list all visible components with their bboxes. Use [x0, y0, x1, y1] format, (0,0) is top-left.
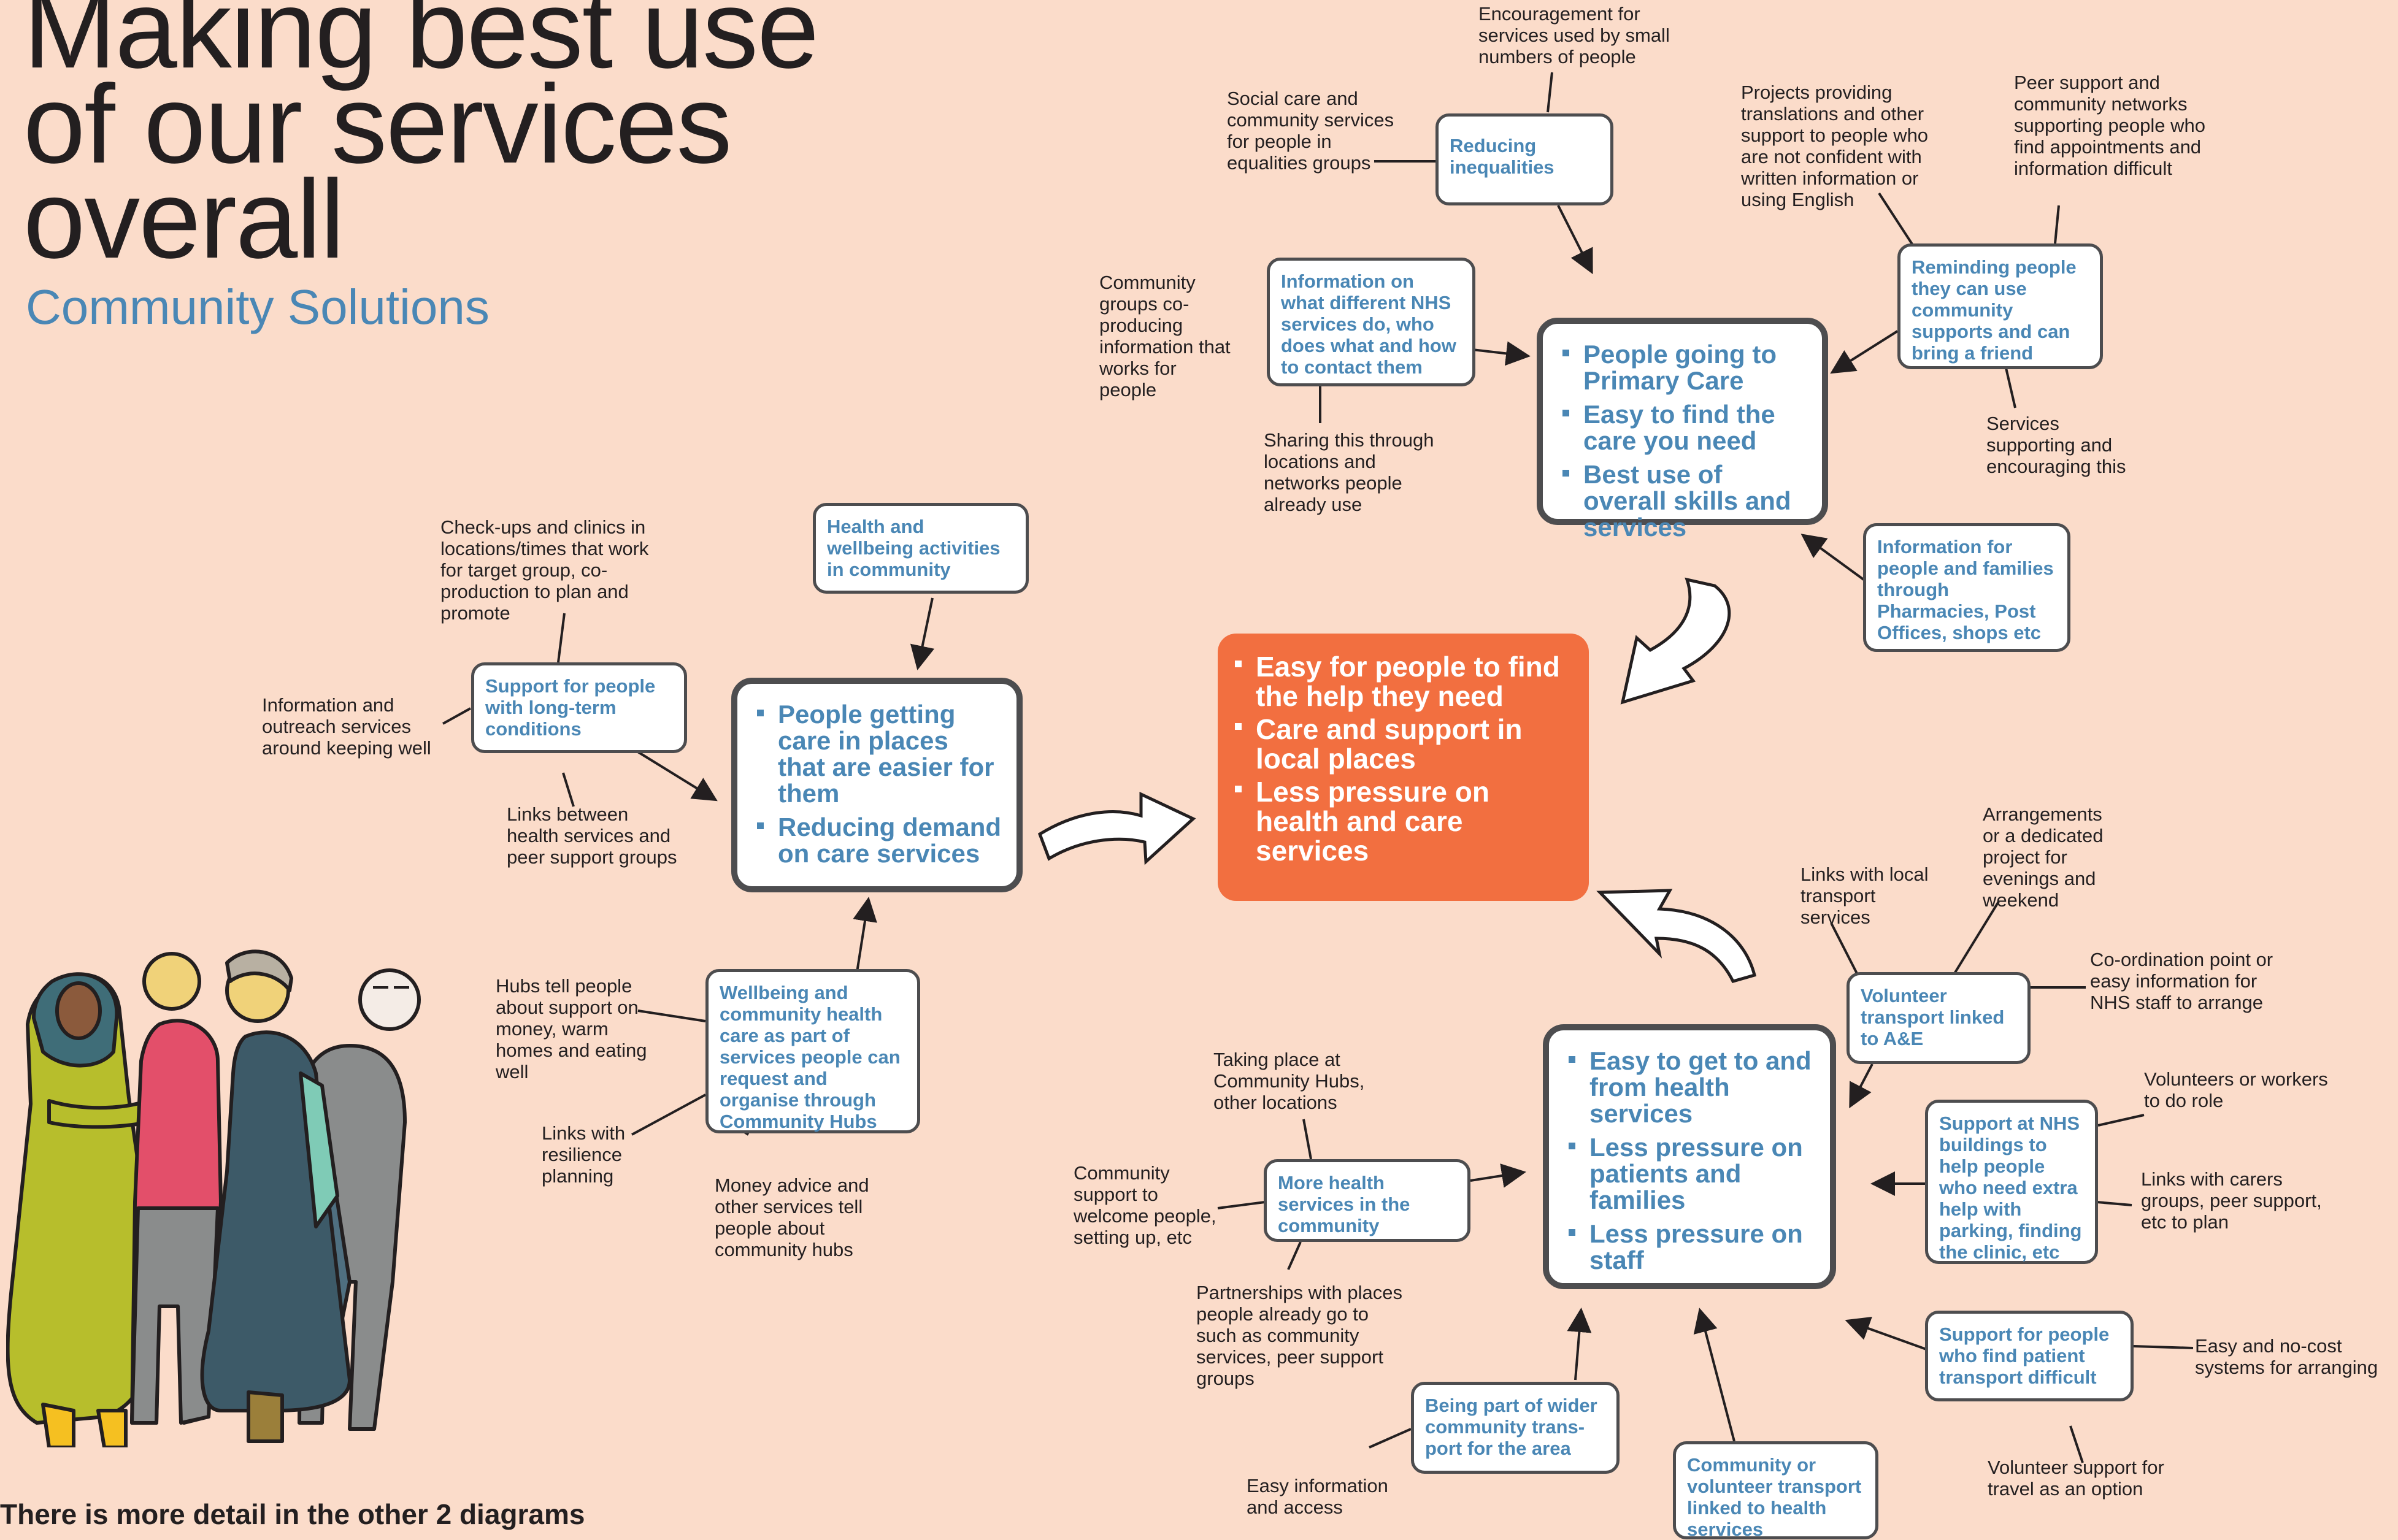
transport-item: Less pressure on patients and families: [1565, 1134, 1815, 1213]
people-illustration: [6, 949, 421, 1447]
note-sharing: Sharing this through locations and netwo…: [1264, 429, 1434, 515]
central-outcomes-box: Easy for people to find the help they ne…: [1218, 634, 1589, 901]
info-families-box: Information for people and families thro…: [1863, 523, 2070, 652]
note-carers: Links with carers groups, peer support, …: [2141, 1168, 2322, 1233]
note-outreach: Information and outreach services around…: [262, 694, 431, 759]
center-item: Easy for people to find the help they ne…: [1231, 652, 1575, 711]
note-links-peer: Links between health services and peer s…: [507, 803, 677, 868]
patient-transport-box: Support for people who find patient tran…: [1925, 1311, 2134, 1401]
note-links-transport: Links with local transport services: [1800, 864, 1929, 928]
note-taking-place: Taking place at Community Hubs, other lo…: [1213, 1049, 1365, 1113]
note-projects: Projects providing translations and othe…: [1741, 82, 1929, 210]
note-encouragement: Encouragement for services used by small…: [1478, 3, 1670, 67]
info-nhs-services-box: Information on what different NHS servic…: [1267, 258, 1475, 386]
primary-care-item: People going to Primary Care: [1559, 341, 1807, 394]
big-arrow-top: [1620, 577, 1731, 705]
center-item: Less pressure on health and care service…: [1231, 777, 1575, 865]
note-arrangements: Arrangements or a dedicated project for …: [1983, 803, 2104, 911]
wider-community-transport-box: Being part of wider community trans-port…: [1411, 1382, 1620, 1474]
note-hubs-tell: Hubs tell people about support on money,…: [496, 975, 647, 1082]
note-easy-info: Easy information and access: [1247, 1475, 1388, 1518]
note-peer-support: Peer support and community networks supp…: [2014, 72, 2205, 179]
long-term-conditions-box: Support for people with long-term condit…: [471, 662, 687, 753]
primary-care-box: People going to Primary Care Easy to fin…: [1537, 318, 1828, 540]
transport-item: Easy to get to and from health services: [1565, 1048, 1815, 1127]
note-social-care: Social care and community services for p…: [1227, 88, 1394, 174]
page-title: Making best use of our services overall: [23, 0, 819, 282]
note-community-groups: Community groups co-producing informatio…: [1099, 272, 1231, 400]
center-item: Care and support in local places: [1231, 714, 1575, 773]
note-partnerships: Partnerships with places people already …: [1196, 1282, 1402, 1389]
nhs-buildings-box: Support at NHS buildings to help people …: [1925, 1100, 2098, 1264]
community-hubs-box: Wellbeing and community health care as p…: [705, 969, 920, 1133]
note-volunteer-support: Volunteer support for travel as an optio…: [1988, 1457, 2164, 1500]
note-money: Money advice and other services tell peo…: [715, 1174, 869, 1260]
more-health-services-box: More health services in the community: [1264, 1159, 1470, 1242]
transport-box: Easy to get to and from health services …: [1543, 1024, 1836, 1289]
note-checkups: Check-ups and clinics in locations/times…: [440, 516, 649, 624]
volunteer-transport-box: Volunteer transport linked to A&E: [1847, 972, 2031, 1064]
page-subtitle: Community Solutions: [26, 280, 490, 334]
transport-item: Less pressure on staff: [1565, 1220, 1815, 1273]
note-resilience: Links with resilience planning: [542, 1122, 626, 1187]
primary-care-item: Best use of overall skills and services: [1559, 461, 1807, 540]
note-volunteers: Volunteers or workers to do role: [2144, 1068, 2328, 1111]
community-transport-box: Community or volunteer transport linked …: [1673, 1441, 1878, 1540]
local-care-item: People getting care in places that are e…: [753, 701, 1002, 806]
note-no-cost: Easy and no-cost systems for arranging: [2195, 1335, 2378, 1378]
big-arrow-bottom: [1596, 889, 1757, 983]
big-arrow-left: [1037, 792, 1196, 865]
footer-note: There is more detail in the other 2 diag…: [0, 1498, 585, 1530]
local-care-item: Reducing demand on care services: [753, 814, 1002, 867]
wellbeing-activities-box: Health and wellbeing activities in commu…: [813, 503, 1029, 594]
reminding-people-box: Reminding people they can use community …: [1897, 243, 2103, 369]
note-services-supporting: Services supporting and encouraging this: [1986, 413, 2126, 477]
reducing-inequalities-box: Reducing inequalities: [1435, 113, 1613, 205]
local-care-box: People getting care in places that are e…: [731, 678, 1023, 892]
primary-care-item: Easy to find the care you need: [1559, 401, 1807, 454]
note-community-support: Community support to welcome people, set…: [1074, 1162, 1216, 1248]
note-coordination: Co-ordination point or easy information …: [2090, 949, 2273, 1013]
